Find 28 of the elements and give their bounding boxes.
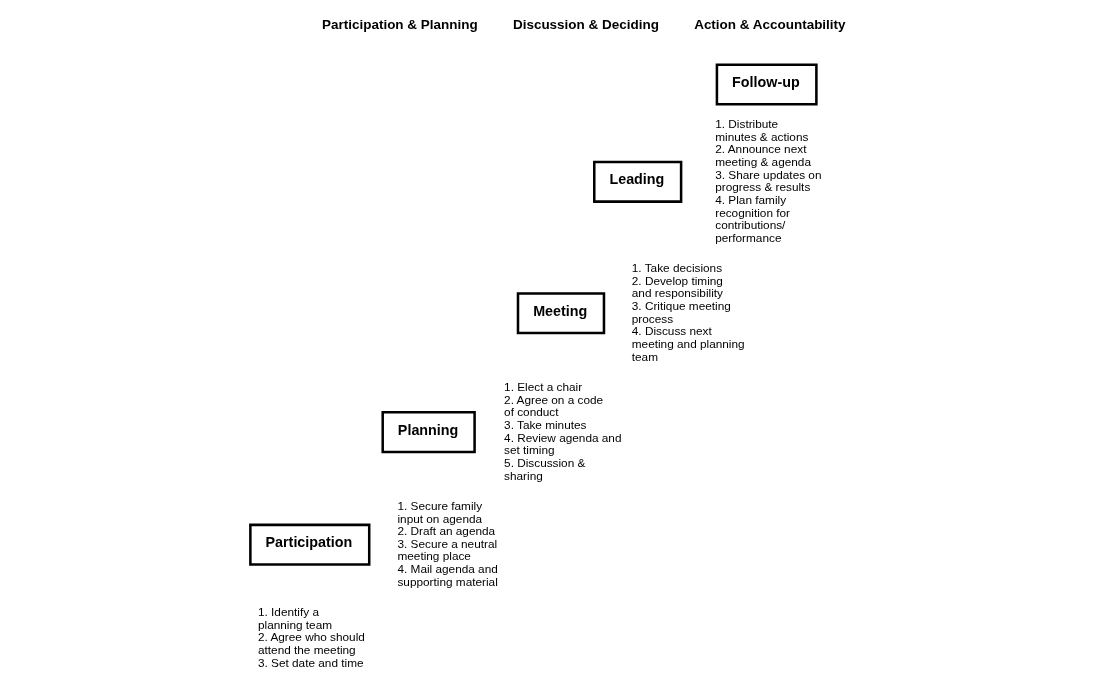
node-label: 1. Distribute minutes & actions (715, 117, 809, 144)
node-label: 3. Secure a neutral meeting place (397, 536, 498, 564)
node-label: 1. Secure family input on agenda (397, 498, 483, 526)
node-label: 4. Plan family recognition for contributions/ performance (715, 192, 790, 245)
node-label: 2. Draft an agenda (397, 524, 496, 539)
node-box: Meeting (516, 292, 606, 335)
node-label: 4. Review agenda and set timing (504, 430, 622, 458)
node-label: 2. Announce next meeting & agenda (715, 142, 811, 169)
node-label: 4. Mail agenda and supporting material (397, 562, 498, 589)
node-label: 1. Take decisions (631, 261, 723, 276)
node-label: 2. Develop timing and responsibility (631, 273, 723, 301)
node-label: 3. Share updates on progress & results (715, 167, 822, 195)
node-box: Follow-up (715, 63, 818, 106)
node-label: 1. Identify a planning team (257, 605, 333, 632)
node-label: 3. Critique meeting process (631, 299, 731, 326)
node-label: 1. Elect a chair (504, 380, 583, 395)
node-box: Participation (249, 523, 371, 566)
node-box: Planning (381, 411, 476, 454)
node-label: 4. Discuss next meeting and planning team (631, 324, 745, 364)
node-label: 2. Agree who should attend the meeting (257, 630, 365, 657)
label: Action & Accountability (694, 17, 846, 33)
label: Participation & Planning (322, 17, 478, 33)
node-label: 3. Take minutes (504, 417, 587, 432)
node-box: Leading (593, 160, 683, 203)
node-label: 2. Agree on a code of conduct (504, 392, 604, 420)
label: Discussion & Deciding (512, 17, 659, 33)
node-label: 3. Set date and time (257, 655, 364, 670)
node-label: 5. Discussion & sharing (504, 455, 586, 483)
